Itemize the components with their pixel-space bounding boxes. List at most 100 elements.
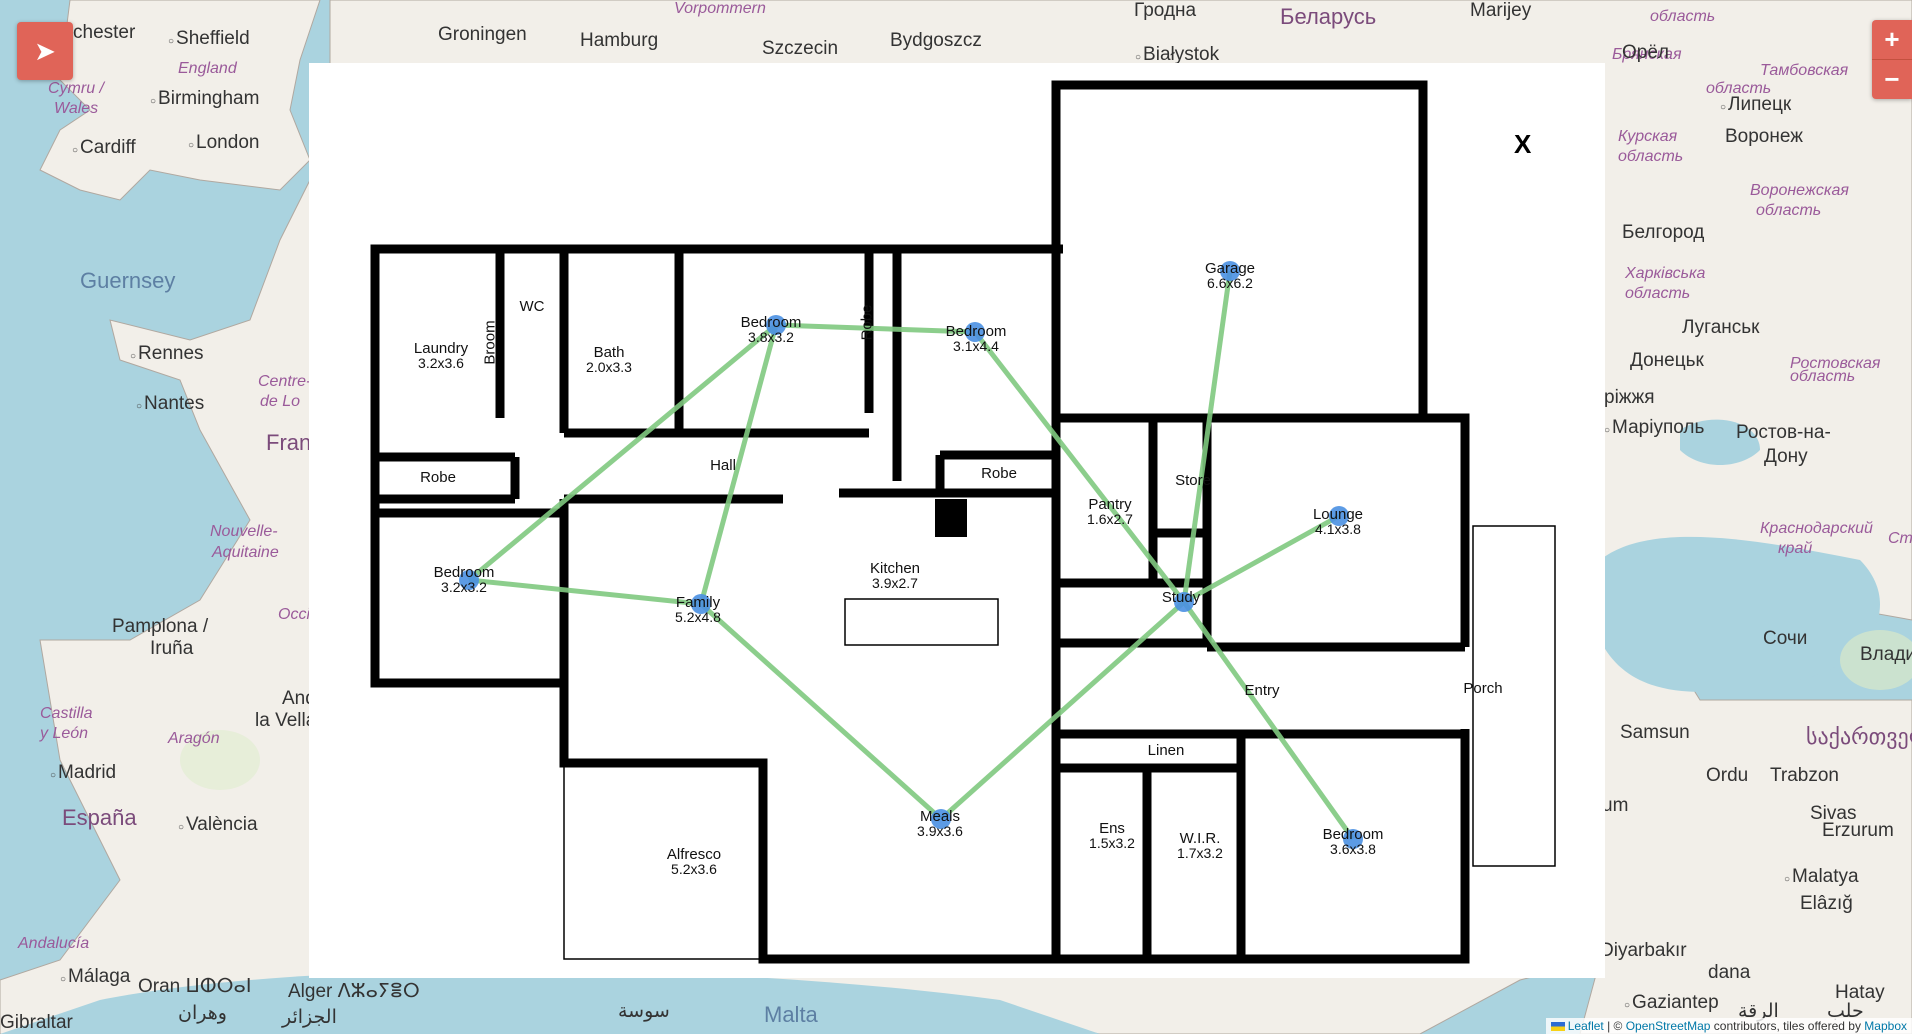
map-label: Málaga bbox=[60, 966, 130, 988]
room-node-meals[interactable] bbox=[931, 809, 951, 829]
map-label: Краснодарский bbox=[1760, 520, 1873, 537]
room-node-garage[interactable] bbox=[1220, 261, 1240, 281]
map-label: Malatya bbox=[1784, 866, 1859, 888]
room-dimensions: 3.9x2.7 bbox=[872, 575, 918, 591]
connection-edge-bedroom2-study bbox=[973, 330, 1186, 604]
room-name: Study bbox=[1161, 589, 1201, 606]
fridge bbox=[935, 499, 967, 537]
room-name: Bedroom bbox=[740, 314, 802, 331]
room-name: Kitchen bbox=[869, 560, 921, 577]
map-label: Pamplona / bbox=[112, 616, 209, 637]
connection-edge-meals-study bbox=[939, 600, 1186, 821]
room-label-robe3: Robe bbox=[981, 466, 1017, 481]
room-name: Meals bbox=[919, 808, 960, 825]
room-name: Bedroom bbox=[433, 564, 495, 581]
map-label: Беларусь bbox=[1280, 4, 1377, 29]
close-button[interactable]: X bbox=[1514, 129, 1532, 159]
map-label: Fran bbox=[266, 430, 312, 455]
room-dimensions: 5.2x3.6 bbox=[671, 861, 717, 877]
map-label: Донецьк bbox=[1630, 350, 1704, 371]
leaflet-link[interactable]: Leaflet bbox=[1567, 1019, 1604, 1033]
room-node-bedroom2[interactable] bbox=[965, 322, 985, 342]
map-label: Hatay bbox=[1835, 982, 1885, 1003]
mapbox-link[interactable]: Mapbox bbox=[1864, 1019, 1907, 1033]
map-label: Iruña bbox=[150, 638, 194, 659]
map-label: Ростов-на- bbox=[1736, 422, 1831, 443]
zoom-out-button[interactable]: − bbox=[1872, 59, 1912, 99]
room-node-family[interactable] bbox=[691, 594, 711, 614]
connection-edge-lounge-study bbox=[1182, 513, 1341, 605]
map-label: Andalucía bbox=[18, 935, 90, 952]
map-label: Aquitaine bbox=[212, 544, 279, 561]
room-label-robe1: Robe bbox=[858, 304, 876, 341]
map-label: Rennes bbox=[130, 343, 204, 365]
room-name: Porch bbox=[1463, 680, 1503, 697]
map-label: Харківська bbox=[1625, 265, 1706, 282]
connection-edge-family-meals bbox=[699, 602, 943, 821]
room-dimensions: 4.1x3.8 bbox=[1315, 521, 1361, 537]
room-dimensions: 2.0x3.3 bbox=[586, 359, 632, 375]
room-name: Entry bbox=[1244, 682, 1280, 699]
room-name: Robe bbox=[981, 465, 1017, 482]
room-label-hall: Hall bbox=[710, 458, 736, 473]
room-name: Ens bbox=[1099, 820, 1125, 837]
room-name: Bath bbox=[593, 344, 625, 361]
kitchen-island bbox=[844, 598, 999, 646]
room-name: Broom bbox=[481, 320, 499, 365]
map-label: Орёл bbox=[1622, 42, 1669, 63]
room-name: Robe bbox=[420, 469, 456, 486]
alfresco-outline bbox=[563, 762, 764, 960]
room-name: Lounge bbox=[1312, 506, 1364, 523]
room-name: Store bbox=[1175, 472, 1211, 489]
map-label: سوسة bbox=[618, 1001, 670, 1022]
room-node-bedroom1[interactable] bbox=[766, 315, 786, 335]
room-node-lounge[interactable] bbox=[1329, 506, 1349, 526]
map-label: Hamburg bbox=[580, 30, 659, 51]
room-name: Garage bbox=[1204, 260, 1256, 277]
map-label: Cymru / bbox=[48, 80, 104, 97]
room-node-bedroom4[interactable] bbox=[1343, 829, 1363, 849]
map-label: España bbox=[62, 805, 137, 830]
room-dimensions: 1.6x2.7 bbox=[1087, 511, 1133, 527]
room-node-bedroom3[interactable] bbox=[459, 570, 479, 590]
map-label: Birmingham bbox=[150, 88, 259, 110]
map-label: Guernsey bbox=[80, 268, 176, 293]
map-label: Madrid bbox=[50, 762, 116, 784]
map-label: область bbox=[1650, 8, 1716, 25]
room-label-porch: Porch bbox=[1463, 681, 1502, 696]
zoom-in-button[interactable]: + bbox=[1884, 24, 1900, 54]
map-label: um bbox=[1602, 795, 1629, 816]
map-label: Samsun bbox=[1620, 722, 1690, 743]
map-label: Sivas bbox=[1810, 803, 1857, 824]
map-label: область bbox=[1756, 202, 1822, 219]
room-name: Robe bbox=[858, 304, 876, 341]
map-label: Malta bbox=[764, 1002, 818, 1027]
room-label-broom: Broom bbox=[481, 320, 499, 365]
map-label: Alger ⴷⵣⴰⵢⴻⵔ bbox=[288, 981, 420, 1002]
room-dimensions: 6.6x6.2 bbox=[1207, 275, 1253, 291]
attribution-text: contributors, tiles offered by bbox=[1710, 1019, 1865, 1033]
room-name: Bedroom bbox=[1322, 826, 1384, 843]
room-name: Family bbox=[675, 594, 721, 611]
room-dimensions: 3.9x3.6 bbox=[917, 823, 963, 839]
room-node-study[interactable] bbox=[1174, 592, 1194, 612]
navigate-button[interactable]: ➤ bbox=[17, 22, 73, 80]
map-label: وهران bbox=[178, 1003, 227, 1024]
map-label: Białystok bbox=[1135, 44, 1219, 66]
map-label: Луганськ bbox=[1682, 317, 1760, 338]
map-label: Влади bbox=[1860, 644, 1912, 665]
connection-edge-bedroom1-family bbox=[698, 324, 779, 605]
openstreetmap-link[interactable]: OpenStreetMap bbox=[1625, 1019, 1711, 1033]
map-label: València bbox=[178, 814, 257, 836]
map-attribution: Leaflet | © OpenStreetMap contributors, … bbox=[1545, 1018, 1912, 1034]
map-label: Trabzon bbox=[1770, 765, 1839, 786]
